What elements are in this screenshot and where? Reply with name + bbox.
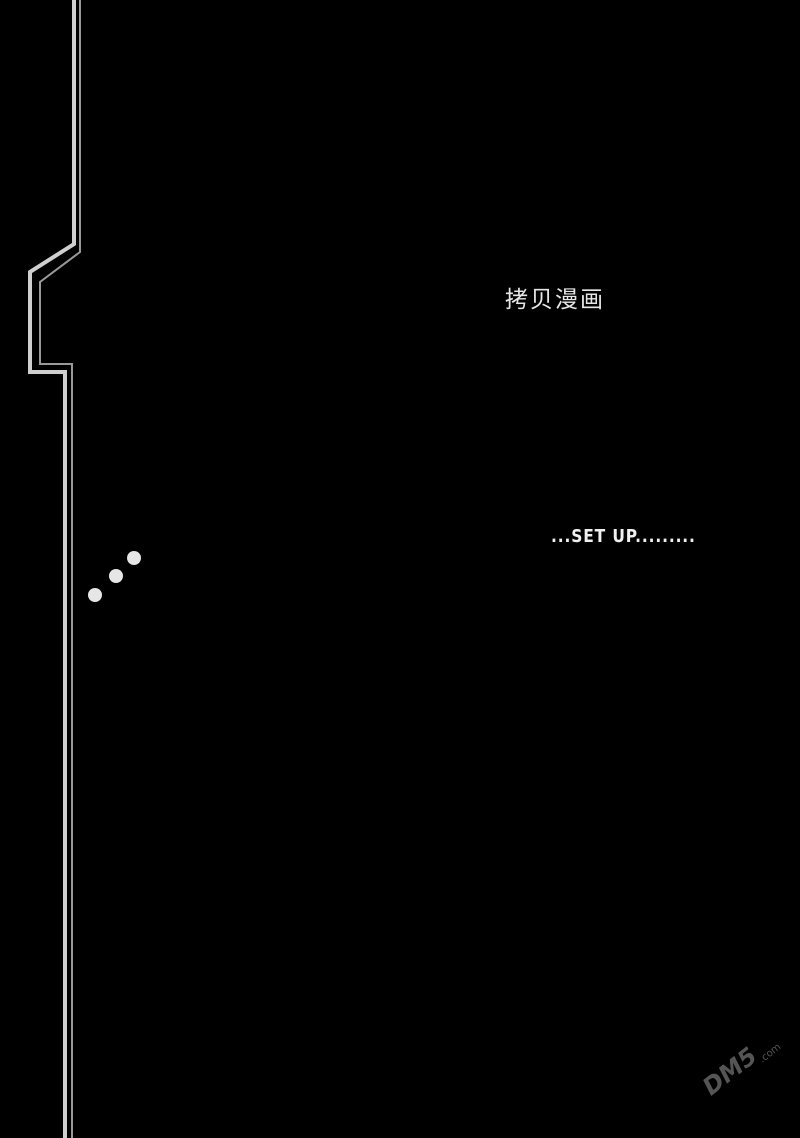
trace-node-top: [127, 551, 141, 565]
watermark-logo-text: DM5: [697, 1041, 763, 1102]
setup-label: ...SET UP.........: [551, 526, 696, 547]
chapter-title: 拷贝漫画: [505, 287, 605, 313]
left-border-outer-trace: [28, 0, 76, 1138]
watermark-domain-text: .com: [757, 1041, 784, 1066]
left-border-inner-trace: [39, 0, 81, 1138]
trace-node-middle: [109, 569, 123, 583]
site-watermark: DM5 .com: [697, 1040, 795, 1120]
trace-node-bottom: [88, 588, 102, 602]
